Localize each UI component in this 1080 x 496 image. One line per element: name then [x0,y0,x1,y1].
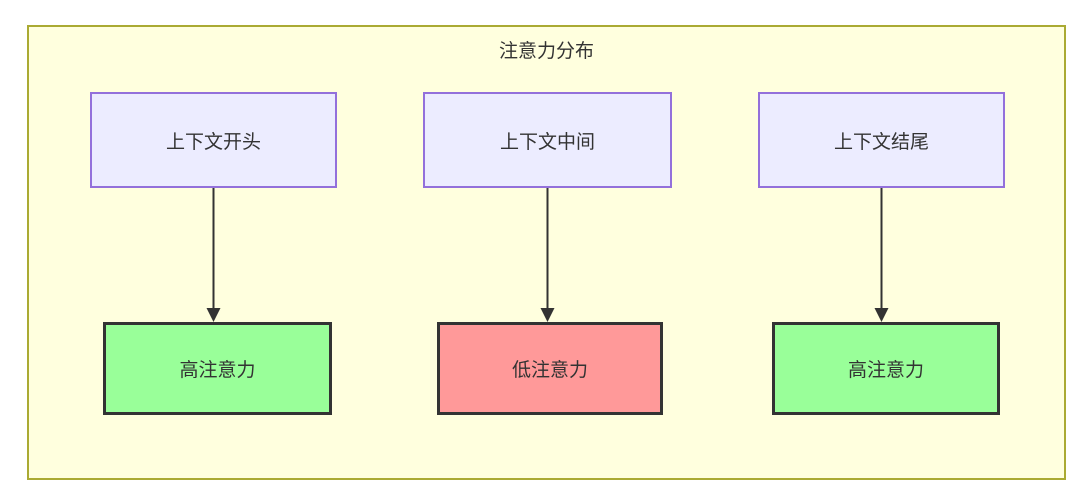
arrow-end-to-high [874,188,889,322]
attention-distribution-group: 注意力分布 上下文开头 上下文中间 上下文结尾 高注意力 低注意力 高注意力 [27,25,1066,480]
node-context-end: 上下文结尾 [758,92,1005,188]
arrow-start-to-high [206,188,221,322]
node-context-middle: 上下文中间 [423,92,672,188]
node-attention-high-left: 高注意力 [103,322,332,415]
node-attention-low-middle: 低注意力 [437,322,663,415]
diagram-title: 注意力分布 [498,41,594,62]
arrow-middle-to-low [540,188,555,322]
node-context-start: 上下文开头 [90,92,337,188]
node-attention-high-right: 高注意力 [772,322,1000,415]
